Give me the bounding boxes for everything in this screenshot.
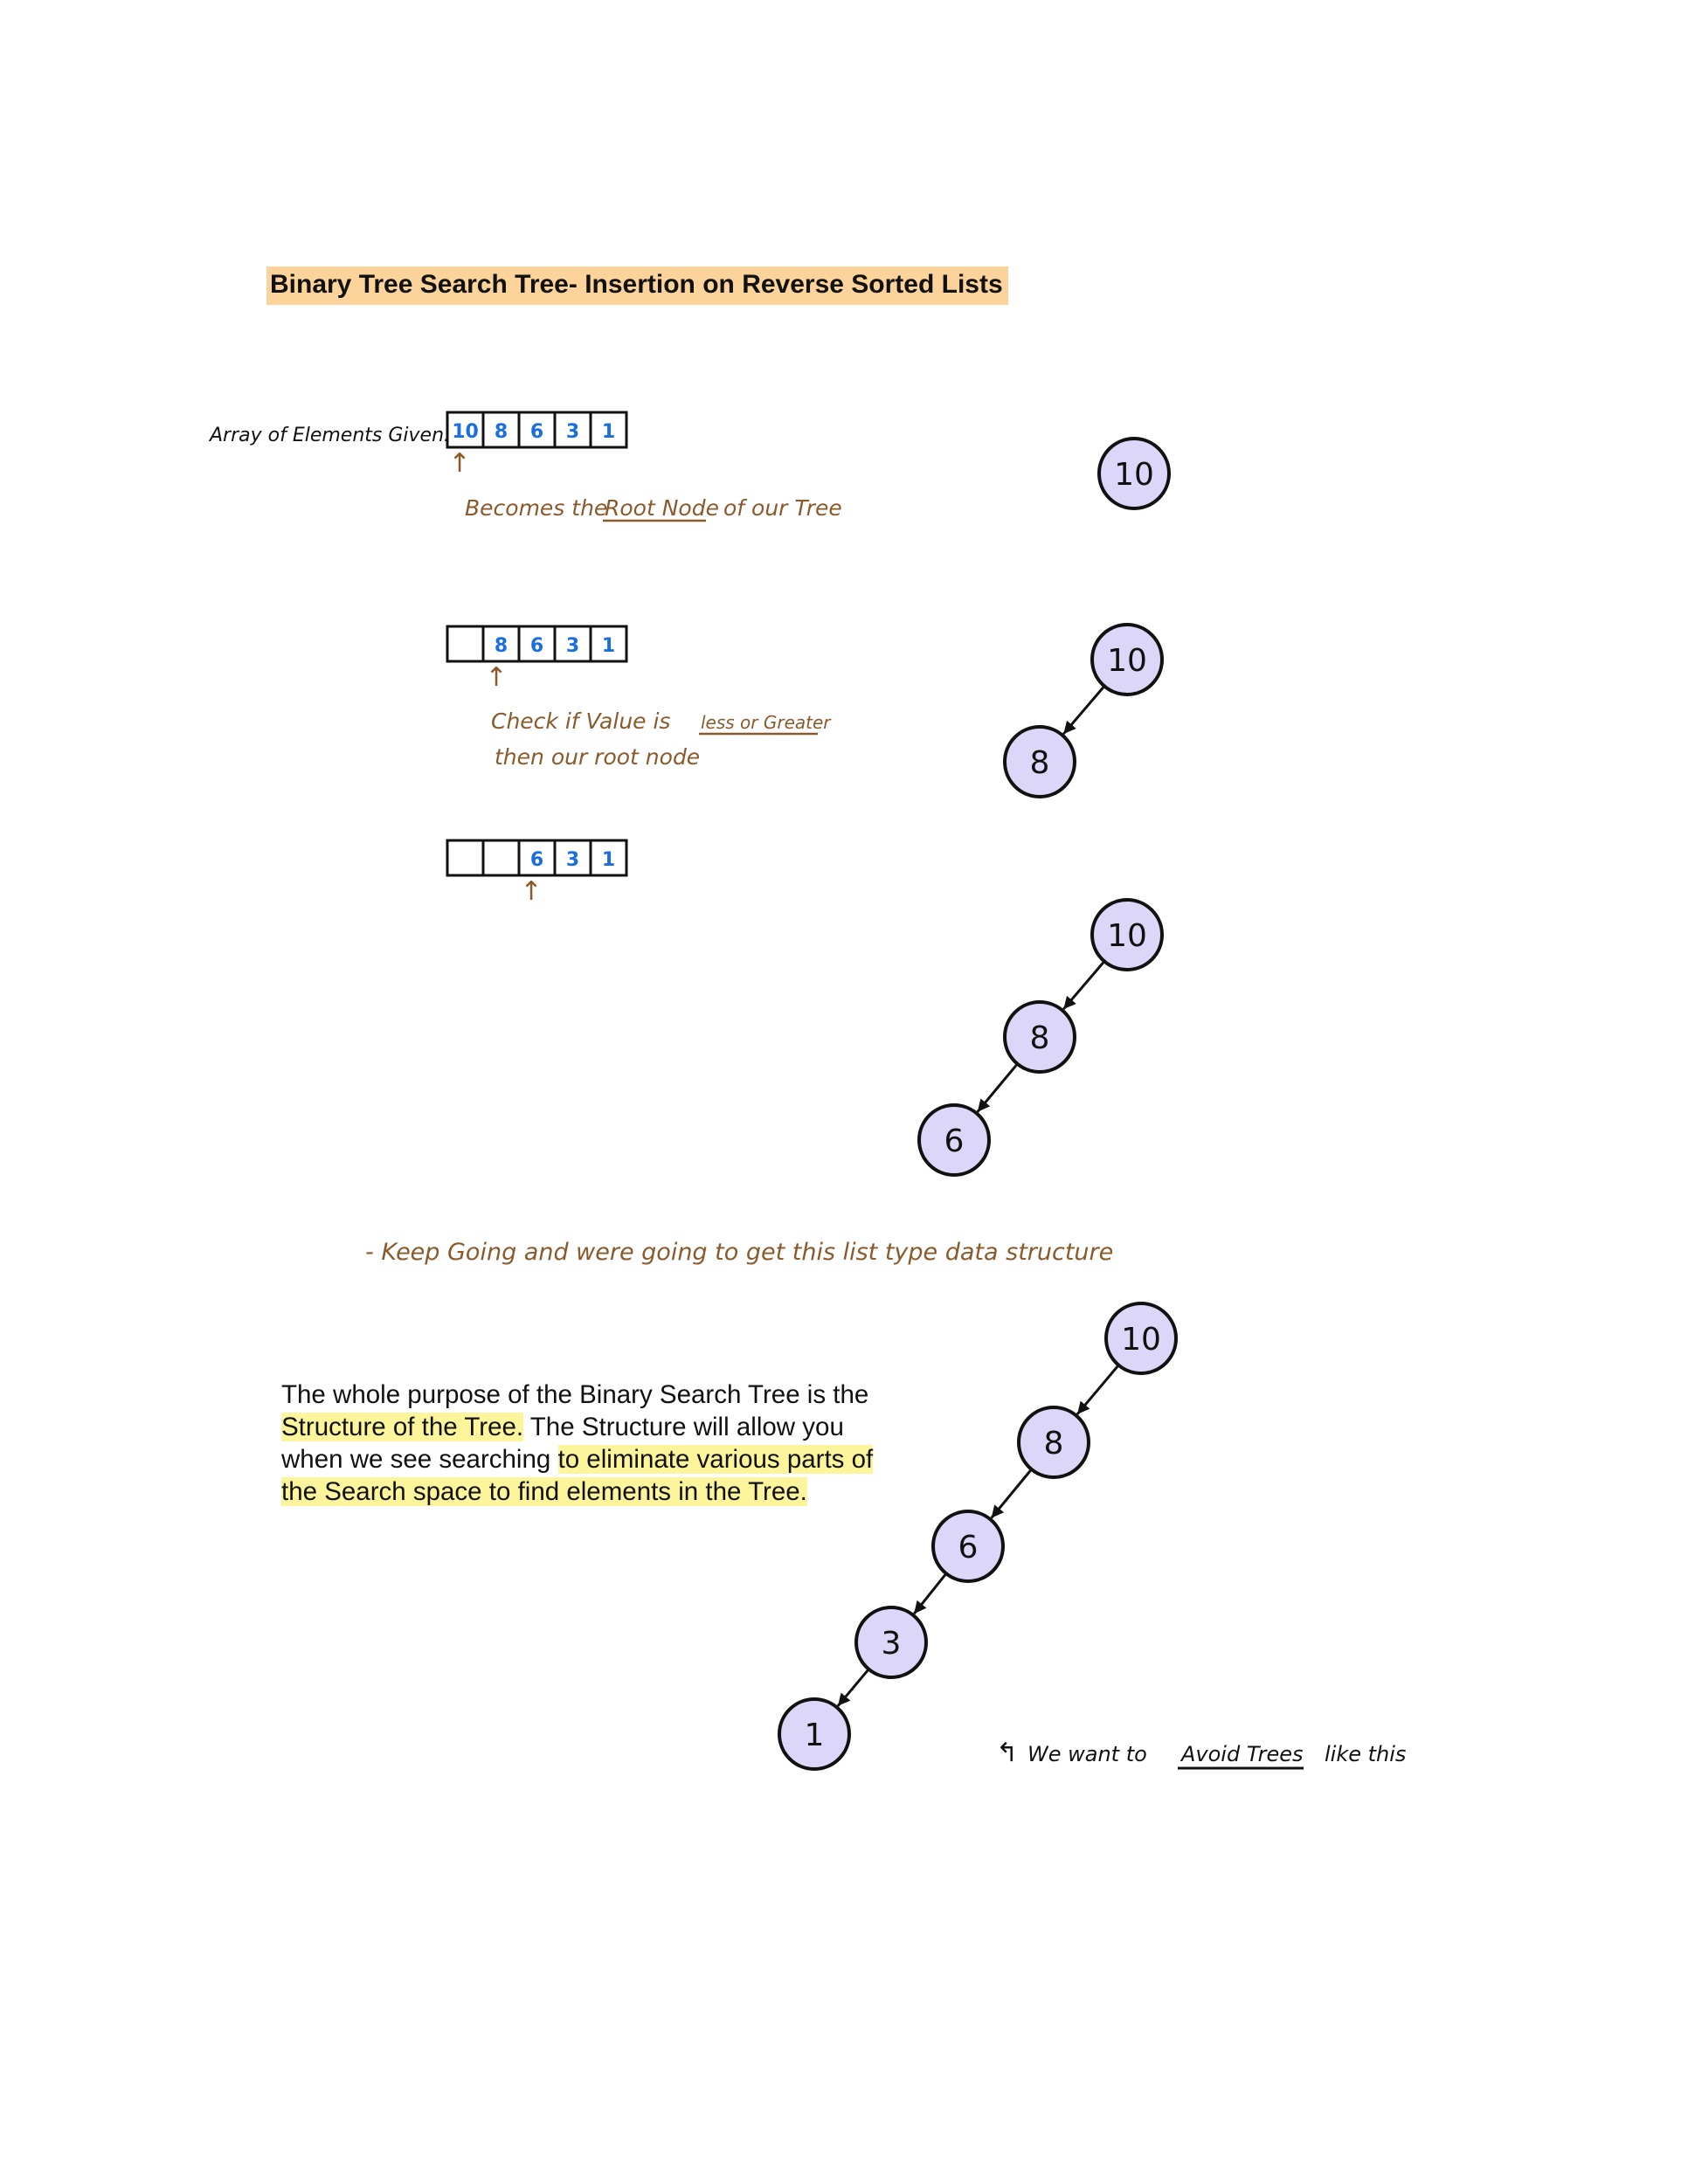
tree-node bbox=[931, 1510, 1005, 1583]
array-cell bbox=[589, 411, 628, 449]
array-cell bbox=[589, 625, 628, 663]
array-cell bbox=[517, 839, 557, 877]
array-cell-value: 6 bbox=[530, 635, 543, 657]
tree-node-value: 8 bbox=[1030, 745, 1050, 781]
array-cell-value: 3 bbox=[566, 635, 579, 657]
tree-node-value: 10 bbox=[1114, 457, 1154, 493]
tree-1: 10 bbox=[1097, 437, 1171, 510]
paragraph-highlight-1: Structure of the Tree. bbox=[281, 1413, 524, 1441]
tree-node-value: 10 bbox=[1107, 643, 1147, 679]
arrow-head-icon bbox=[991, 1504, 1005, 1518]
arrow-head-icon bbox=[1077, 1400, 1090, 1414]
pointer-arrow-2: ↑ bbox=[485, 662, 507, 693]
tree-node bbox=[917, 1103, 991, 1177]
tree-node bbox=[1097, 437, 1171, 510]
check-line2: then our root node bbox=[495, 744, 700, 770]
array-cell bbox=[553, 411, 592, 449]
explanation-paragraph: The whole purpose of the Binary Search T… bbox=[281, 1379, 910, 1508]
tree-node-value: 10 bbox=[1121, 1322, 1161, 1358]
arrow-head-icon bbox=[1063, 720, 1076, 735]
tree-node-value: 1 bbox=[805, 1717, 825, 1753]
tree-node-value: 8 bbox=[1044, 1426, 1064, 1462]
arrow-head-icon bbox=[914, 1600, 927, 1614]
array-cell-value: 1 bbox=[602, 421, 615, 443]
tree-node bbox=[854, 1606, 928, 1679]
tree-node bbox=[1003, 725, 1076, 798]
array-cell-value: 1 bbox=[602, 635, 615, 657]
tree-3: 10 8 6 bbox=[917, 898, 1164, 1177]
tree-node-value: 3 bbox=[882, 1626, 902, 1662]
array-cell bbox=[446, 411, 485, 449]
arrow-head-icon bbox=[837, 1692, 851, 1706]
check-underlined: less or Greater bbox=[701, 712, 832, 733]
array-cell-value: 3 bbox=[566, 849, 579, 871]
array-cell bbox=[553, 839, 592, 877]
tree-node-value: 6 bbox=[958, 1530, 979, 1565]
root-underlined: Root Node bbox=[605, 495, 719, 521]
tree-node bbox=[778, 1697, 851, 1771]
arrow-head-icon bbox=[1063, 995, 1076, 1010]
avoid-underlined: Avoid Trees bbox=[1180, 1742, 1304, 1766]
array-cell-value: 6 bbox=[530, 849, 543, 871]
array-3: 6 3 1 ↑ bbox=[446, 839, 628, 907]
keep-going-note: - Keep Going and were going to get this … bbox=[365, 1239, 1113, 1266]
check-prefix: Check if Value is bbox=[491, 708, 670, 734]
tree-node bbox=[1017, 1406, 1090, 1479]
array-cell-value: 10 bbox=[452, 421, 479, 443]
tree-node-value: 10 bbox=[1107, 918, 1147, 954]
root-annotation: Becomes the Root Node of our Tree bbox=[465, 495, 842, 522]
curved-arrow-icon: ↰ bbox=[996, 1738, 1018, 1768]
array-cell bbox=[481, 839, 521, 877]
page-title: Binary Tree Search Tree- Insertion on Re… bbox=[266, 266, 1008, 305]
tree-node bbox=[1090, 898, 1164, 971]
avoid-annotation: ↰ We want to Avoid Trees like this bbox=[996, 1738, 1406, 1770]
array-cell-value: 6 bbox=[530, 421, 543, 443]
root-prefix: Becomes the bbox=[465, 495, 607, 521]
avoid-suffix: like this bbox=[1325, 1742, 1406, 1766]
tree-node bbox=[1090, 623, 1164, 696]
paragraph-part-1: The whole purpose of the Binary Search T… bbox=[281, 1380, 869, 1409]
avoid-prefix: We want to bbox=[1027, 1742, 1147, 1766]
array-cell bbox=[553, 625, 592, 663]
array-cell bbox=[481, 625, 521, 663]
tree-4: 10 8 6 3 1 bbox=[778, 1302, 1178, 1771]
root-suffix: of our Tree bbox=[723, 495, 842, 521]
array-cell-value: 8 bbox=[495, 635, 508, 657]
paragraph-part-2: The Structure will allow you when we see… bbox=[281, 1413, 844, 1474]
tree-node bbox=[1003, 1000, 1076, 1074]
array-cell-value: 3 bbox=[566, 421, 579, 443]
array-cell-value: 8 bbox=[495, 421, 508, 443]
array-cell bbox=[589, 839, 628, 877]
tree-node-value: 8 bbox=[1030, 1020, 1050, 1056]
tree-node-value: 6 bbox=[944, 1123, 965, 1159]
check-annotation: Check if Value is less or Greater then o… bbox=[491, 708, 832, 770]
arrow-head-icon bbox=[977, 1098, 991, 1112]
pointer-arrow-3: ↑ bbox=[520, 876, 542, 907]
array-cell-value: 1 bbox=[602, 849, 615, 871]
tree-node bbox=[1104, 1302, 1178, 1375]
array-cell bbox=[446, 625, 485, 663]
array-cell bbox=[446, 839, 485, 877]
tree-2: 10 8 bbox=[1003, 623, 1164, 798]
pointer-arrow-1: ↑ bbox=[448, 448, 470, 479]
array-label: Array of Elements Given: bbox=[208, 425, 450, 446]
